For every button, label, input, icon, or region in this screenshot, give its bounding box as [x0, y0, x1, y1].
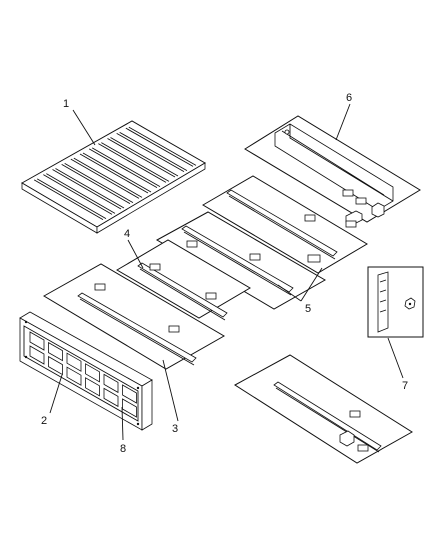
- floor-rib: [98, 142, 170, 183]
- callout-4: 4: [124, 228, 130, 240]
- panel-window: [48, 341, 63, 362]
- panel-window: [29, 331, 45, 351]
- callout-6: 6: [346, 92, 352, 104]
- panel-window: [85, 363, 100, 383]
- crossmember-sheet-3: [43, 263, 226, 370]
- callout-3: 3: [172, 423, 178, 435]
- crossmember-sheet-4: [116, 239, 251, 321]
- panel-window: [103, 387, 119, 408]
- floor-rib: [88, 147, 161, 189]
- panel-window: [122, 384, 137, 404]
- floor-rib: [33, 178, 107, 221]
- callout-5: 5: [305, 303, 311, 315]
- floor-rib: [43, 173, 116, 215]
- floor-rib: [52, 168, 125, 210]
- crossmember-sheet-upper: [202, 175, 368, 274]
- bracket-inset: [367, 266, 424, 338]
- leader-lines: [49, 103, 404, 441]
- callout-8: 8: [120, 443, 126, 455]
- floor-rib: [107, 137, 179, 178]
- callout-7: 7: [402, 380, 408, 392]
- crossmember-sheet-lower-right: [234, 354, 413, 464]
- panel-window: [122, 398, 137, 418]
- side-rail-sheet: [244, 115, 421, 226]
- panel-window: [85, 377, 100, 397]
- floor-rib: [61, 162, 134, 205]
- bed-floor-panel: [20, 120, 206, 234]
- callout-2: 2: [41, 415, 47, 427]
- panel-window: [29, 345, 45, 365]
- panel-window: [103, 373, 119, 394]
- floor-rib: [70, 157, 143, 199]
- panel-window: [66, 352, 82, 372]
- floor-rib: [79, 152, 152, 194]
- floor-rib: [116, 131, 188, 173]
- callout-1: 1: [63, 98, 69, 110]
- front-bed-panel: [19, 311, 153, 431]
- panel-window: [48, 355, 63, 376]
- panel-window: [66, 366, 82, 386]
- floor-rib: [125, 126, 197, 167]
